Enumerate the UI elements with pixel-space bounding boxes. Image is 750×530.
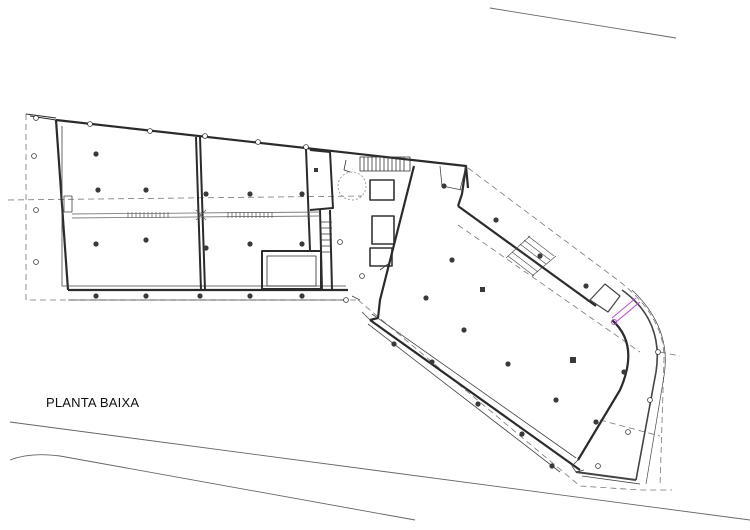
drawing-title: PLANTA BAIXA xyxy=(46,395,140,410)
left-block-inner xyxy=(61,126,361,301)
partition-walls xyxy=(195,136,334,291)
accent-detail xyxy=(611,297,641,325)
right-block-walls xyxy=(369,165,630,471)
street-lines xyxy=(9,7,750,521)
wall-markers xyxy=(31,115,661,469)
small-room xyxy=(261,250,322,290)
columns xyxy=(93,151,627,469)
equipment xyxy=(314,168,576,363)
left-block-walls xyxy=(25,113,470,292)
right-block-inner xyxy=(361,165,666,485)
ramp-hatch xyxy=(505,235,557,277)
stair-core xyxy=(320,156,411,271)
beam-strip xyxy=(71,209,321,221)
property-boundary xyxy=(7,114,681,491)
